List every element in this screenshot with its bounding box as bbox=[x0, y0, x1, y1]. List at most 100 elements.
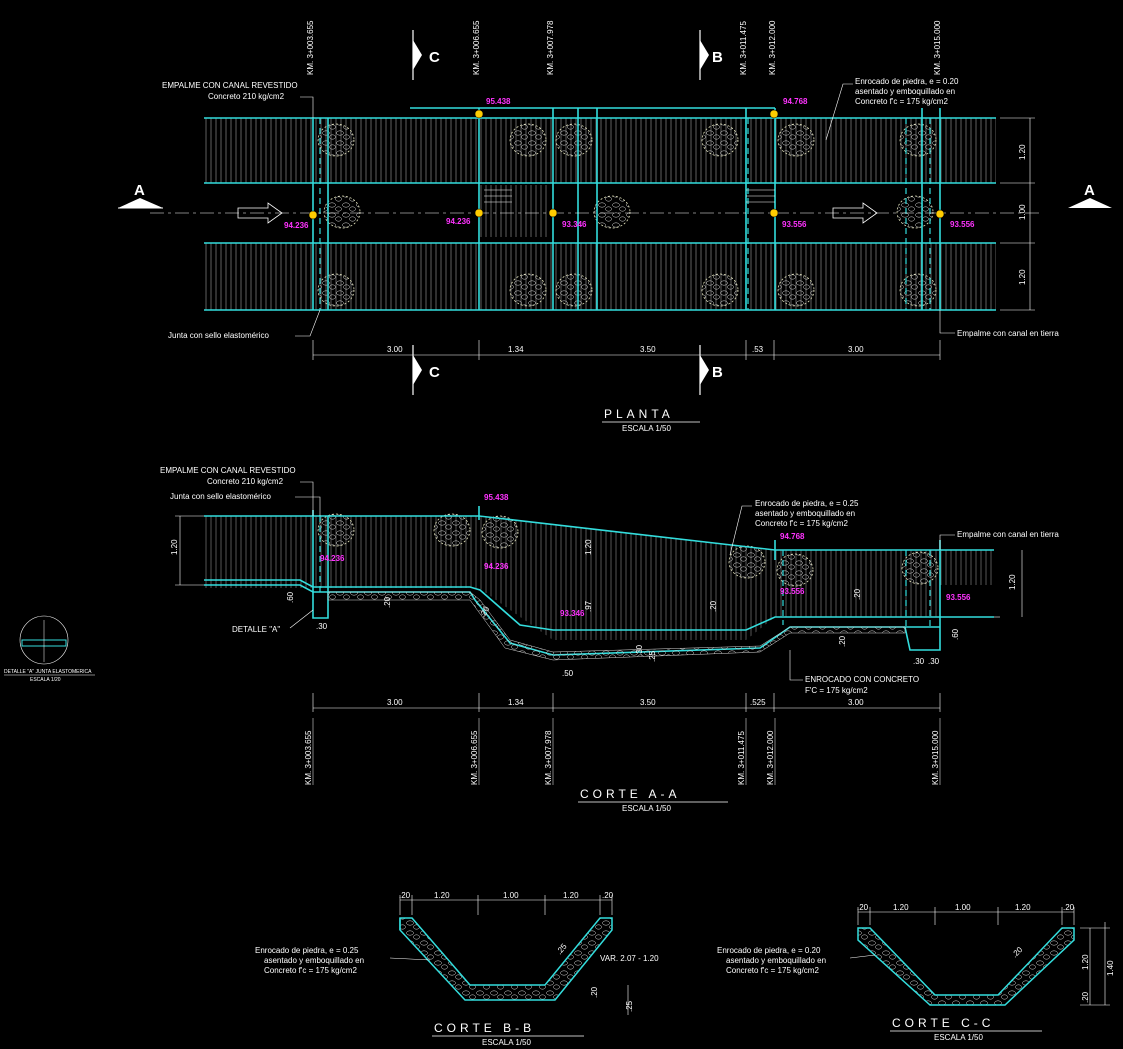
elevation-label: 95.438 bbox=[486, 97, 511, 106]
station-label: KM. 3+003.655 bbox=[306, 20, 315, 75]
note-start: EMPALME CON CANAL REVESTIDO bbox=[160, 466, 296, 475]
dimension-label: 3.50 bbox=[640, 698, 656, 707]
dimension-label: 1.40 bbox=[1106, 960, 1115, 976]
note-rock: Concreto f'c = 175 kg/cm2 bbox=[855, 97, 948, 106]
note-rock: asentado y emboquillado en bbox=[855, 87, 955, 96]
dimension-label: .30 bbox=[928, 657, 940, 666]
dimension-label: .20 bbox=[709, 600, 718, 612]
dimension-label: .20 bbox=[590, 986, 599, 998]
dimension-label: .20 bbox=[857, 903, 869, 912]
dimension-label: .25 bbox=[555, 942, 569, 957]
elevation-label: 94.236 bbox=[284, 221, 309, 230]
section-bb-scale: ESCALA 1/50 bbox=[482, 1038, 531, 1047]
dimension-label: .20 bbox=[399, 891, 411, 900]
aa-stations: KM. 3+003.655 KM. 3+006.655 KM. 3+007.97… bbox=[304, 718, 941, 785]
station-label: KM. 3+007.978 bbox=[546, 20, 555, 75]
note-rock: asentado y emboquillado en bbox=[726, 956, 826, 965]
note-rock: Enrocado de piedra, e = 0.25 bbox=[755, 499, 859, 508]
note-end: Empalme con canal en tierra bbox=[957, 530, 1059, 539]
dimension-label: 3.00 bbox=[387, 698, 403, 707]
dimension-label: .60 bbox=[951, 628, 960, 640]
elevation-label: 94.768 bbox=[780, 532, 805, 541]
note-fill: ENROCADO CON CONCRETO bbox=[805, 675, 919, 684]
elevation-label: 94.236 bbox=[320, 554, 345, 563]
elevation-label: 93.556 bbox=[950, 220, 975, 229]
note-start: Concreto 210 kg/cm2 bbox=[207, 477, 284, 486]
dimension-label: .20 bbox=[1063, 903, 1075, 912]
elevation-label: 93.556 bbox=[782, 220, 807, 229]
station-label: KM. 3+007.978 bbox=[544, 730, 553, 785]
section-a-marks: A A bbox=[118, 182, 1112, 209]
note-rock: Concreto f'c = 175 kg/cm2 bbox=[726, 966, 819, 975]
var-label: VAR. 2.07 - 1.20 bbox=[600, 954, 659, 963]
section-a-label: A bbox=[1084, 182, 1095, 199]
section-bb-title: CORTE B-B bbox=[434, 1021, 535, 1035]
section-a-label: A bbox=[134, 182, 145, 199]
dimension-label: .30 bbox=[316, 622, 328, 631]
station-label: KM. 3+015.000 bbox=[933, 20, 942, 75]
dimension-label: 3.00 bbox=[848, 698, 864, 707]
dimension-label: .30 bbox=[635, 644, 644, 656]
side-dimension: 1.00 bbox=[1018, 204, 1027, 220]
dimension-label: 3.00 bbox=[848, 345, 864, 354]
detail-a-label: DETALLE "A" bbox=[232, 625, 280, 634]
note-rock: asentado y emboquillado en bbox=[264, 956, 364, 965]
dimension-label: 1.20 bbox=[1015, 903, 1031, 912]
dimension-label: 1.20 bbox=[1081, 954, 1090, 970]
dimension-label: .30 bbox=[913, 657, 925, 666]
plan-stations: KM. 3+003.655 KM. 3+006.655 KM. 3+007.97… bbox=[306, 20, 942, 75]
section-b-label: B bbox=[712, 49, 723, 66]
station-label: KM. 3+012.000 bbox=[768, 20, 777, 75]
side-dimension: 1.20 bbox=[1018, 269, 1027, 285]
note-rock: Enrocado de piedra, e = 0.25 bbox=[255, 946, 359, 955]
dimension-label: 1.00 bbox=[503, 891, 519, 900]
detail-title: DETALLE "A" JUNTA ELASTOMERICA bbox=[4, 669, 92, 675]
note-rock: Concreto f'c = 175 kg/cm2 bbox=[264, 966, 357, 975]
section-aa-title: CORTE A-A bbox=[580, 787, 680, 801]
dimension-label: .20 bbox=[1010, 945, 1025, 960]
dimension-label: 3.50 bbox=[640, 345, 656, 354]
dimension-label: 1.20 bbox=[893, 903, 909, 912]
dimension-label: .25 bbox=[648, 650, 657, 662]
section-c-label: C bbox=[429, 364, 440, 381]
elevation-label: 93.556 bbox=[946, 593, 971, 602]
dimension-label: 1.20 bbox=[1008, 574, 1017, 590]
elevation-markers bbox=[308, 109, 945, 220]
dimension-label: .20 bbox=[838, 635, 847, 647]
dimension-label: .20 bbox=[383, 596, 392, 608]
dimension-label: 1.20 bbox=[563, 891, 579, 900]
section-cc: .20 1.20 1.00 1.20 .20 .20 1.20 .20 1.40… bbox=[717, 903, 1115, 1042]
detail-joint: DETALLE "A" JUNTA ELASTOMERICA ESCALA 1/… bbox=[4, 615, 95, 683]
elevation-label: 94.236 bbox=[484, 562, 509, 571]
station-label: KM. 3+012.000 bbox=[766, 730, 775, 785]
dimension-label: .20 bbox=[853, 588, 862, 600]
section-bc-marks: C C B B bbox=[412, 30, 723, 395]
plan-scale: ESCALA 1/50 bbox=[622, 424, 671, 433]
elevation-label: 93.346 bbox=[560, 609, 585, 618]
note-rock: Enrocado de piedra, e = 0.20 bbox=[717, 946, 821, 955]
dimension-label: .53 bbox=[752, 345, 764, 354]
note-start: EMPALME CON CANAL REVESTIDO bbox=[162, 81, 298, 90]
dimension-label: 1.20 bbox=[584, 539, 593, 555]
elevation-label: 95.438 bbox=[484, 493, 509, 502]
dimension-label: 1.20 bbox=[434, 891, 450, 900]
section-cc-scale: ESCALA 1/50 bbox=[934, 1033, 983, 1042]
station-label: KM. 3+003.655 bbox=[304, 730, 313, 785]
section-c-label: C bbox=[429, 49, 440, 66]
dimension-label: 1.34 bbox=[508, 698, 524, 707]
section-aa-scale: ESCALA 1/50 bbox=[622, 804, 671, 813]
note-rock: asentado y emboquillado en bbox=[755, 509, 855, 518]
station-label: KM. 3+015.000 bbox=[931, 730, 940, 785]
elevation-label: 93.346 bbox=[562, 220, 587, 229]
dimension-label: 1.00 bbox=[955, 903, 971, 912]
section-cc-title: CORTE C-C bbox=[892, 1016, 994, 1030]
dimension-label: .20 bbox=[1081, 991, 1090, 1003]
note-end: Empalme con canal en tierra bbox=[957, 329, 1059, 338]
station-label: KM. 3+011.475 bbox=[737, 731, 746, 785]
plan-title: PLANTA bbox=[604, 407, 674, 421]
section-aa: 95.438 94.768 94.236 94.236 93.346 93.55… bbox=[160, 466, 1059, 813]
note-joint: Junta con sello elastomérico bbox=[170, 492, 271, 501]
station-label: KM. 3+006.655 bbox=[470, 730, 479, 785]
elevation-label: 93.556 bbox=[780, 587, 805, 596]
dimension-label: .97 bbox=[584, 600, 593, 612]
